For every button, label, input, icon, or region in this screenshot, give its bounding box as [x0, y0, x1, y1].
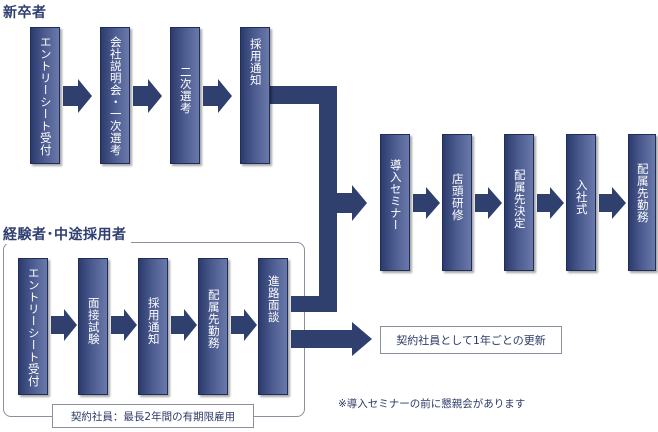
arrow-exp-3: [171, 309, 197, 341]
arrow-ng-1: [63, 79, 92, 113]
step-label: エントリーシート受付: [38, 36, 53, 156]
step-ng-briefing: 会社説明会・一次選考: [100, 27, 130, 164]
step-intro-seminar: 導入セミナー: [380, 134, 410, 271]
arrow-into-seminar: [337, 185, 367, 221]
arrow-exp-2: [111, 309, 137, 341]
connector-exp-horizontal: [291, 296, 337, 312]
step-ng-second-selection: 二次選考: [170, 27, 200, 164]
arrow-exp-4: [231, 309, 257, 341]
connector-ng-horizontal: [270, 86, 325, 104]
step-label: エントリーシート受付: [26, 267, 41, 387]
arrow-exp-1: [51, 309, 77, 341]
step-label: 会社説明会・一次選考: [108, 36, 123, 156]
step-exp-offer: 採用通知: [138, 258, 168, 395]
step-store-training: 店頭研修: [442, 134, 472, 271]
step-entrance-ceremony: 入社式: [566, 134, 596, 271]
step-label: 採用通知: [146, 297, 161, 345]
step-label: 面接試験: [86, 297, 101, 345]
step-label: 入社式: [574, 179, 589, 215]
step-exp-assigned-work: 配属先勤務: [198, 258, 228, 395]
step-assignment-decision: 配属先決定: [504, 134, 534, 271]
arrow-ng-3: [203, 79, 232, 113]
arrow-common-2: [475, 187, 502, 219]
step-ng-entry-sheet: エントリーシート受付: [30, 27, 60, 164]
step-label: 採用通知: [248, 38, 263, 86]
step-label: 二次選考: [178, 66, 193, 114]
connector-merge-vertical: [319, 86, 337, 312]
arrow-ng-2: [133, 79, 162, 113]
step-exp-interview: 面接試験: [78, 258, 108, 395]
step-exp-career-interview: 進路面談: [258, 258, 288, 395]
arrow-common-3: [537, 187, 564, 219]
arrow-to-contract: [291, 322, 372, 356]
step-label: 店頭研修: [450, 173, 465, 221]
contract-term-tag: 契約社員：最長2年間の有期限雇用: [52, 404, 254, 428]
experienced-title: 経験者･中途採用者: [3, 224, 131, 244]
arrow-common-4: [599, 187, 626, 219]
step-label: 配属先勤務: [206, 289, 221, 349]
footnote: ※導入セミナーの前に懇親会があります: [338, 398, 526, 410]
step-label: 進路面談: [266, 275, 281, 323]
step-label: 配属先勤務: [635, 163, 650, 223]
step-exp-entry-sheet: エントリーシート受付: [18, 258, 48, 395]
step-assigned-work: 配属先勤務: [628, 134, 656, 271]
step-label: 導入セミナー: [388, 159, 403, 231]
step-label: 配属先決定: [512, 169, 527, 229]
new-grad-title: 新卒者: [3, 5, 47, 21]
arrow-common-1: [413, 187, 440, 219]
step-ng-offer: 採用通知: [240, 27, 270, 164]
contract-renewal-box: 契約社員として1年ごとの更新: [380, 326, 562, 354]
